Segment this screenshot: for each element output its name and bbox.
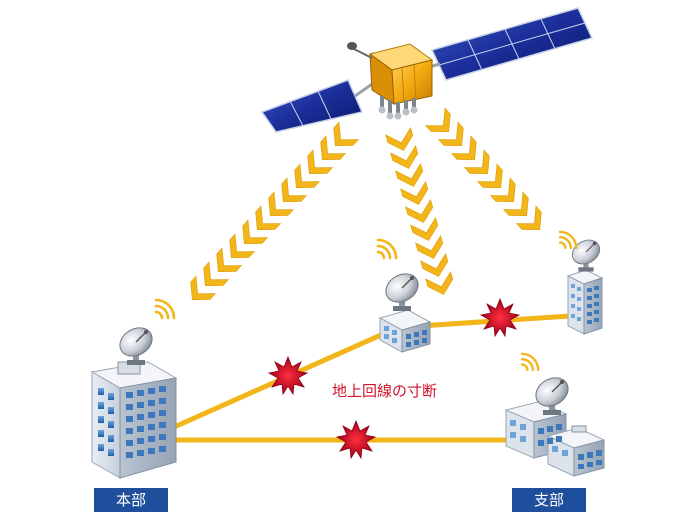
- dish-honbu-icon: [114, 321, 158, 366]
- signal-relay-icon: [376, 238, 398, 260]
- branch-building-icon: [504, 401, 606, 477]
- break-icon-2: [336, 420, 376, 459]
- satellite-icon: [260, 7, 594, 133]
- label-headquarters: 本部: [94, 488, 168, 512]
- beam-left: [182, 121, 359, 309]
- signal-shibu-icon: [520, 352, 540, 372]
- relay-building-icon: [378, 309, 432, 353]
- headquarters-building-icon: [90, 361, 178, 479]
- signal-honbu-icon: [154, 298, 176, 320]
- break-icon-3: [480, 298, 520, 337]
- line-break-caption: 地上回線の寸断: [332, 382, 438, 400]
- beam-center: [385, 127, 457, 299]
- label-branch: 支部: [512, 488, 586, 512]
- signal-tower-icon: [558, 230, 578, 250]
- beam-right: [425, 107, 550, 239]
- solar-panel-left: [260, 79, 364, 133]
- solar-panel-right: [430, 7, 594, 81]
- break-icon-1: [268, 356, 308, 395]
- tower-building-icon: [566, 269, 604, 335]
- dish-relay-icon: [380, 267, 424, 312]
